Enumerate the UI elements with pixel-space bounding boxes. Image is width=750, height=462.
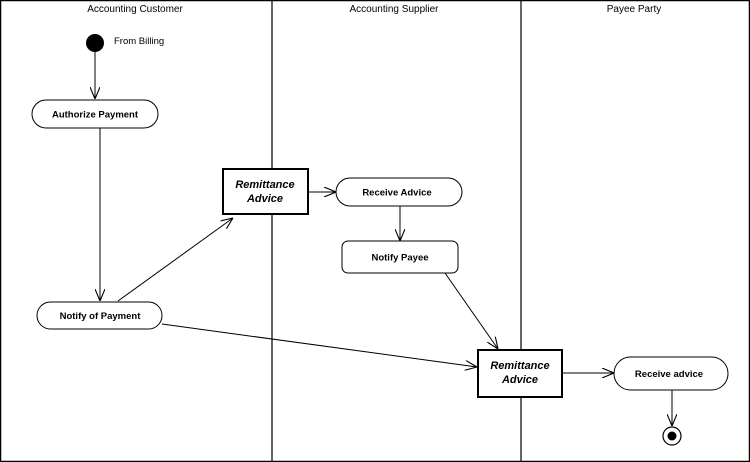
object-remittance-advice-2-line1: Remittance bbox=[490, 360, 549, 372]
lane-title-accounting-customer: Accounting Customer bbox=[87, 4, 183, 15]
object-remittance-advice-1: Remittance Advice bbox=[222, 168, 309, 215]
lane-title-payee-party: Payee Party bbox=[607, 4, 661, 15]
activity-receive-advice: Receive Advice bbox=[335, 177, 463, 207]
activity-notify-payee-label: Notify Payee bbox=[371, 253, 428, 264]
activity-authorize-payment-label: Authorize Payment bbox=[52, 110, 139, 121]
activity-receive-advice-payee: Receive advice bbox=[613, 356, 729, 391]
activity-receive-advice-label: Receive Advice bbox=[362, 188, 431, 199]
activity-notify-of-payment: Notify of Payment bbox=[36, 301, 163, 330]
activity-notify-payee: Notify Payee bbox=[341, 240, 459, 274]
activity-notify-of-payment-label: Notify of Payment bbox=[60, 311, 142, 322]
object-remittance-advice-1-line1: Remittance bbox=[235, 179, 294, 191]
initial-node-label: From Billing bbox=[114, 36, 164, 47]
object-remittance-advice-2: Remittance Advice bbox=[477, 349, 563, 398]
activity-receive-advice-payee-label: Receive advice bbox=[635, 369, 703, 380]
object-remittance-advice-2-line2: Advice bbox=[501, 374, 538, 386]
edge-notify-to-remittance-1 bbox=[117, 218, 233, 302]
activity-authorize-payment: Authorize Payment bbox=[31, 99, 159, 129]
edge-notify-payee-to-remittance-2 bbox=[444, 272, 498, 349]
edge-notify-of-payment-to-remittance-2 bbox=[161, 323, 477, 367]
initial-node bbox=[86, 34, 104, 52]
object-remittance-advice-1-line2: Advice bbox=[246, 193, 283, 205]
lane-title-accounting-supplier: Accounting Supplier bbox=[350, 4, 440, 15]
final-node bbox=[662, 426, 682, 446]
